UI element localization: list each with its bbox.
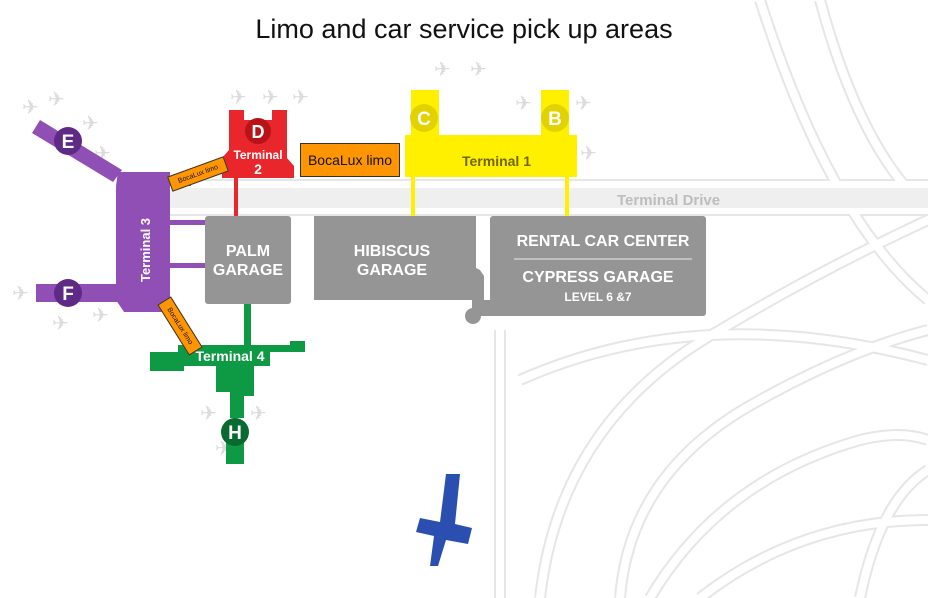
concourse-b-letter: B: [548, 109, 562, 130]
concourse-c-letter: C: [417, 109, 431, 130]
svg-text:✈: ✈: [52, 311, 69, 335]
svg-text:✈: ✈: [515, 91, 532, 115]
svg-text:✈: ✈: [262, 85, 279, 109]
terminal-1: [405, 90, 577, 216]
palm-garage-line2: GARAGE: [213, 262, 284, 279]
svg-text:✈: ✈: [48, 87, 65, 111]
svg-text:✈: ✈: [92, 303, 109, 327]
svg-text:✈: ✈: [580, 141, 597, 165]
svg-text:✈: ✈: [470, 57, 487, 81]
svg-text:✈: ✈: [250, 401, 267, 425]
concourse-h-badge[interactable]: [221, 418, 249, 446]
svg-text:✈: ✈: [230, 85, 247, 109]
terminal-2-label: Terminal: [233, 148, 282, 162]
terminal-drive-road: [160, 188, 928, 208]
cypress-garage-label: CYPRESS GARAGE: [522, 269, 673, 286]
hibiscus-garage: [314, 216, 484, 300]
garage-connector-node: [465, 308, 481, 324]
hibiscus-garage-line2: GARAGE: [357, 262, 428, 279]
svg-text:✈: ✈: [82, 111, 99, 135]
rental-car-center-label: RENTAL CAR CENTER: [517, 233, 690, 250]
concourse-c-badge[interactable]: [410, 104, 438, 132]
rental-cypress-garage: [490, 216, 706, 316]
terminal-drive-label: Terminal Drive: [617, 192, 720, 209]
plane-icons: ✈✈ ✈✈ ✈✈✈ ✈✈ ✈✈✈ ✈✈✈ ✈✈✈: [12, 57, 597, 460]
cypress-levels-label: LEVEL 6 &7: [564, 290, 631, 304]
svg-text:✈: ✈: [22, 95, 39, 119]
terminal-4: [150, 304, 305, 464]
road-network-inner: [160, 0, 928, 598]
concourse-h-letter: H: [228, 423, 242, 444]
concourse-b-badge[interactable]: [541, 104, 569, 132]
bocalux-limo-pickup-main[interactable]: BocaLux limo: [300, 143, 400, 177]
svg-text:✈: ✈: [292, 85, 309, 109]
concourse-d-letter: D: [252, 122, 265, 142]
svg-text:✈: ✈: [200, 401, 217, 425]
page-title: Limo and car service pick up areas: [255, 14, 673, 44]
concourse-f-badge[interactable]: [54, 279, 82, 307]
terminal-2-number: 2: [254, 161, 262, 177]
svg-text:✈: ✈: [12, 281, 29, 305]
terminal-3-label: Terminal 3: [138, 218, 153, 282]
concourse-d-badge[interactable]: [245, 118, 271, 144]
blue-airplane-icon: [416, 474, 472, 566]
concourse-f-letter: F: [62, 284, 74, 305]
svg-text:✈: ✈: [575, 91, 592, 115]
concourse-e-letter: E: [62, 132, 75, 153]
palm-garage: [205, 216, 291, 304]
hibiscus-garage-line1: HIBISCUS: [354, 243, 431, 260]
terminal-4-label: Terminal 4: [196, 348, 265, 364]
palm-garage-line1: PALM: [226, 243, 270, 260]
terminal-1-label: Terminal 1: [462, 153, 531, 169]
concourse-e-badge[interactable]: [54, 127, 82, 155]
svg-text:✈: ✈: [434, 57, 451, 81]
